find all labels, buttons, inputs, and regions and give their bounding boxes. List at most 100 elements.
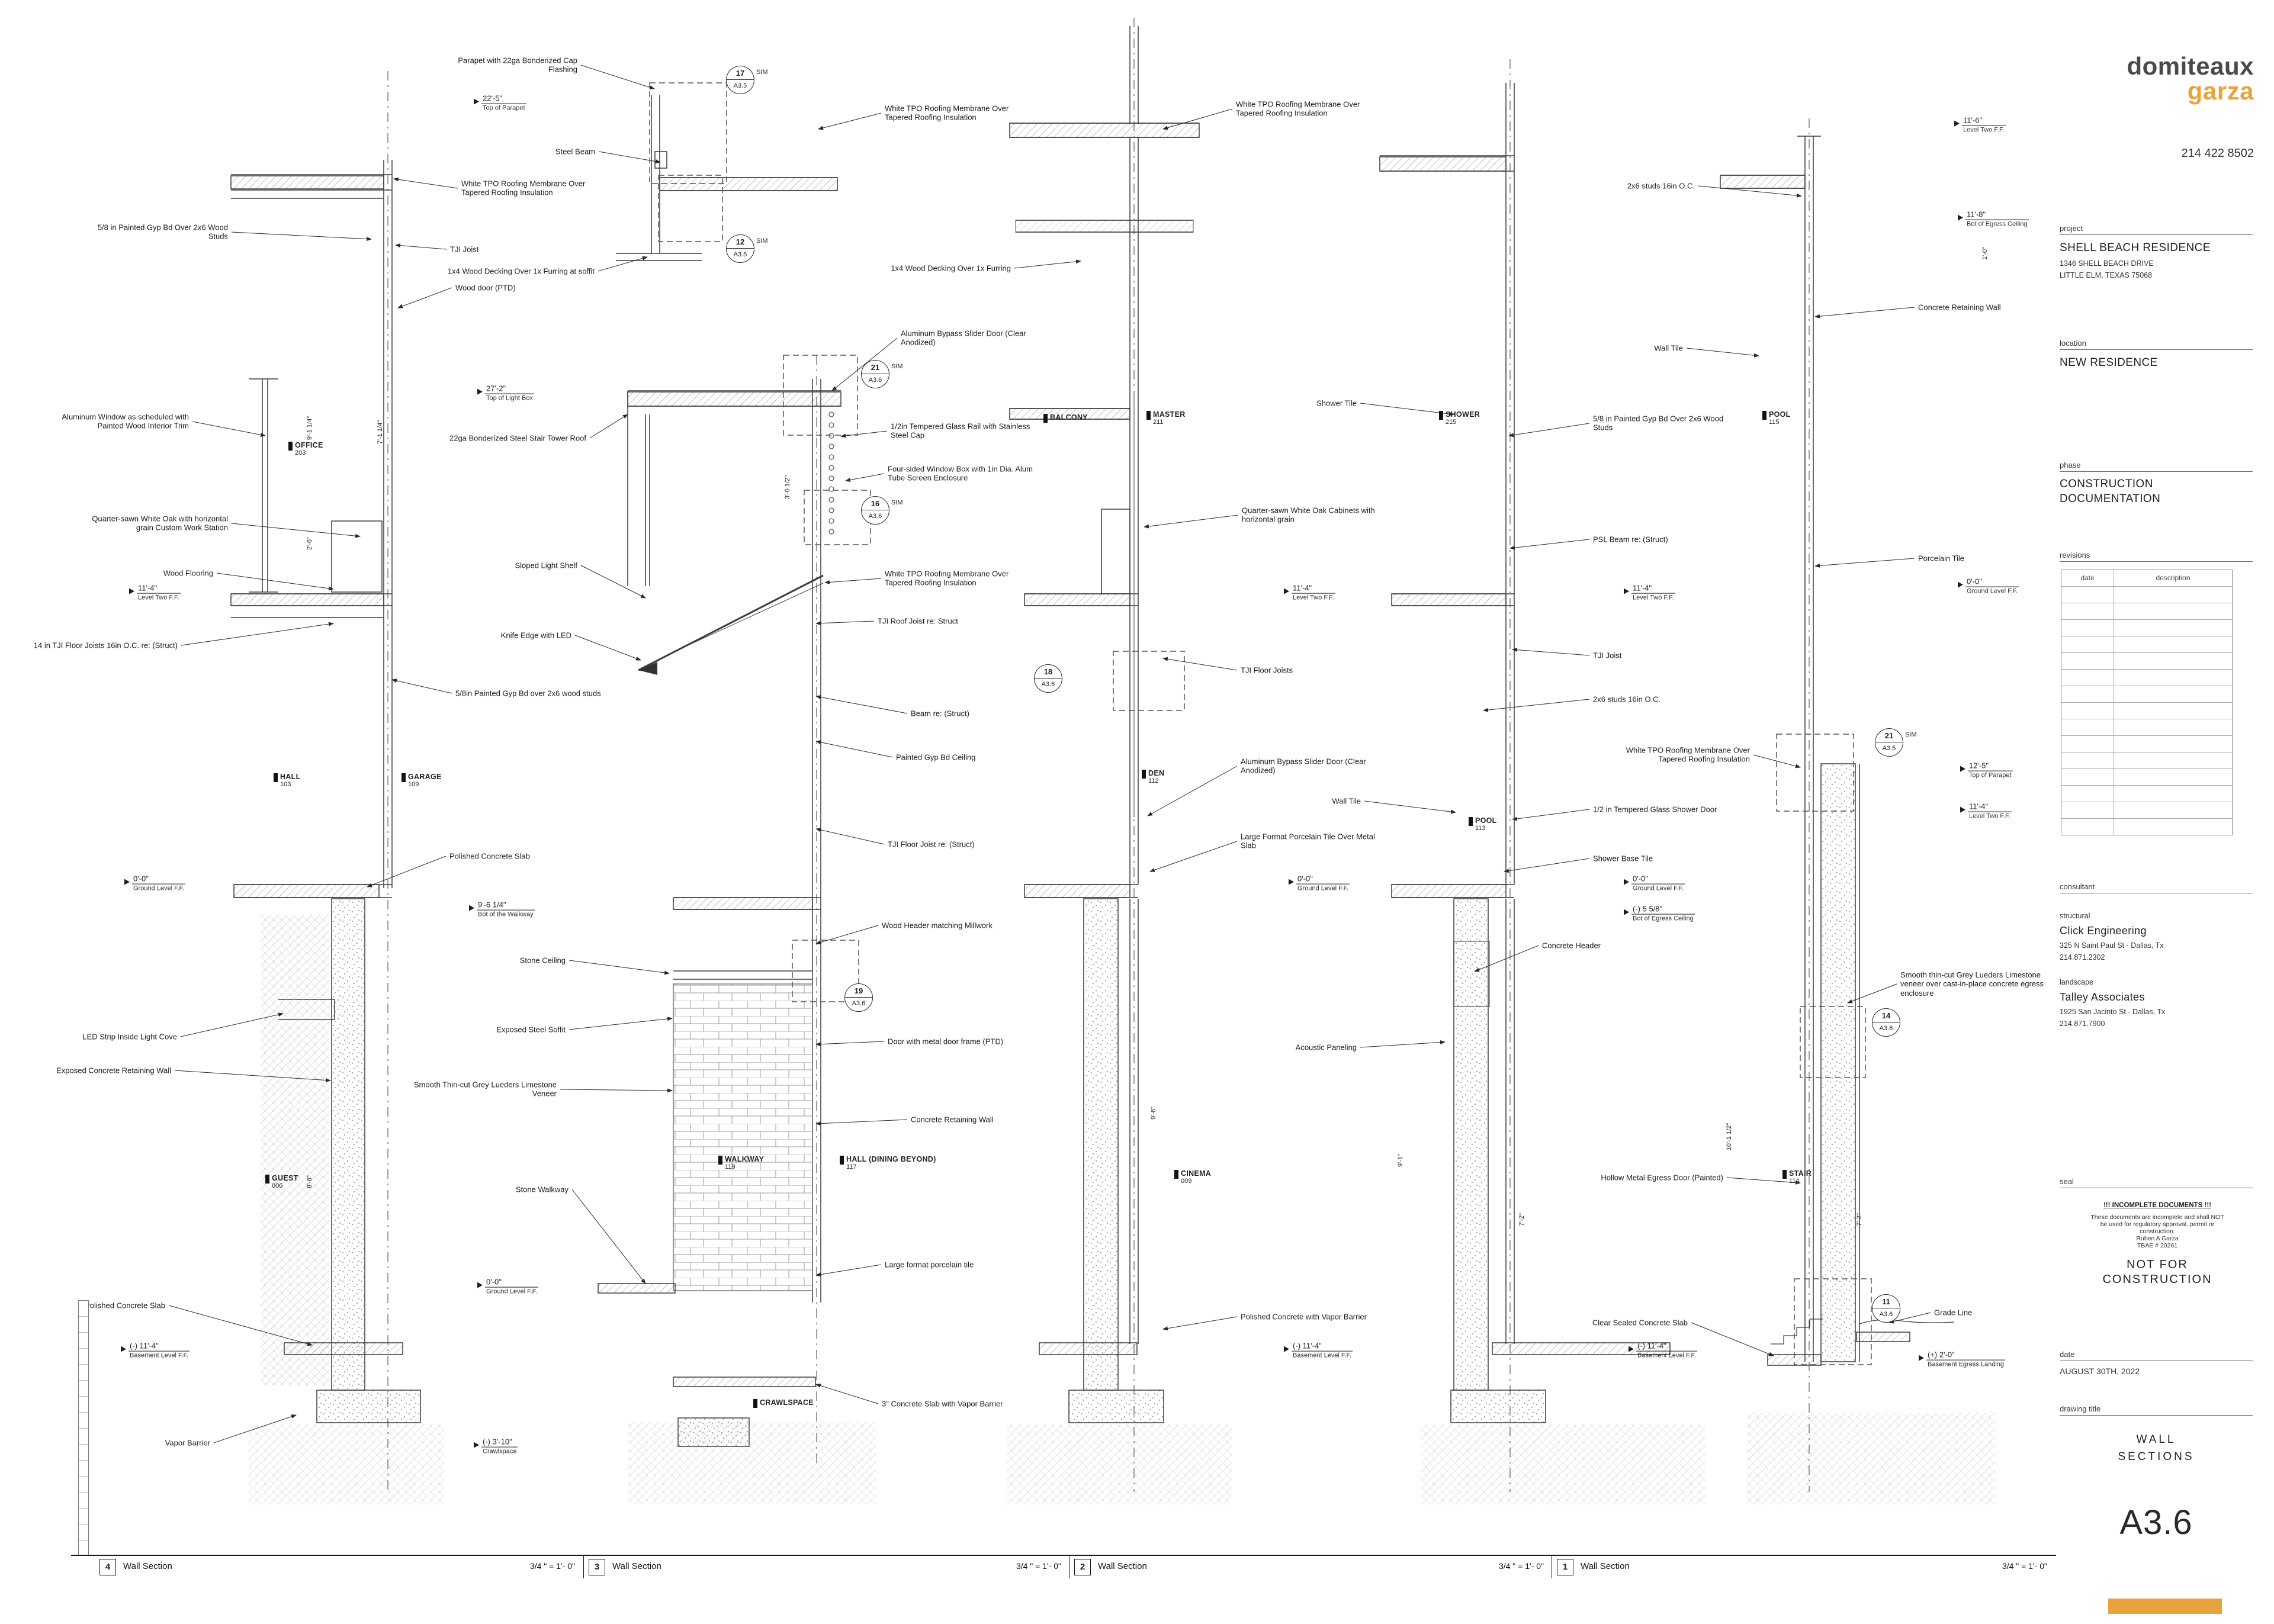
revisions-col-description: description [2156,574,2191,582]
elevation-value: 9'-6 1/4" [477,901,535,911]
elevation-description: Basement Level F.F. [1293,1352,1352,1359]
project-address1: 1346 SHELL BEACH DRIVE [2060,259,2154,268]
detail-sim-flag: SIM [756,237,768,245]
section-scale: 3/4 " = 1'- 0" [1498,1561,1544,1571]
seal-tbae: TBAE # 20261 [2137,1242,2178,1249]
elevation-description: Bot of Egress Ceiling [1633,915,1694,922]
room-tag-icon [1469,817,1473,826]
elevation-value: 12'-5" [1968,761,2013,771]
seal-label: seal [2060,1177,2253,1188]
structural-label: structural [2060,912,2090,920]
annotation-label: TJI Joist [450,245,479,254]
elevation-triangle-icon [129,588,134,594]
elevation-marker: (-) 11'-4"Basement Level F.F. [1284,1342,1353,1359]
section4-geometry [230,71,838,1504]
elevation-description: Level Two F.F. [1963,126,2005,134]
room-tag-icon [265,1175,269,1184]
revision-description-cell [2114,653,2232,669]
elevation-triangle-icon [477,1282,483,1288]
room-tag: HALL (DINING BEYOND)117 [840,1155,936,1170]
revision-date-cell [2061,736,2114,752]
elevation-triangle-icon [1624,909,1629,915]
detail-sheet: A3.6 [852,1000,866,1007]
annotation-label: LED Strip Inside Light Cove [82,1032,177,1041]
revision-row [2061,669,2232,686]
room-name: MASTER [1153,410,1186,419]
revision-description-cell [2114,786,2232,802]
detail-number: 11 [1872,1295,1900,1308]
annotation-label: Sloped Light Shelf [515,561,577,570]
room-number: 119 [725,1163,735,1170]
elevation-description: Ground Level F.F. [1633,885,1684,892]
firm-logo-line2: garza [2187,77,2254,105]
elevation-triangle-icon [477,388,483,395]
annotation-label: Four-sided Window Box with 1in Dia. Alum… [888,464,1033,483]
section-scale: 3/4 " = 1'- 0" [529,1561,575,1571]
elevation-value: 0'-0" [1631,874,1685,885]
elevation-value: (-) 3'-10" [481,1438,518,1448]
revision-row [2061,735,2232,752]
firm-logo-line1: domiteaux [2127,52,2254,80]
detail-sim-flag: SIM [1905,731,1917,738]
detail-sim-flag: SIM [891,499,903,506]
room-tag-icon [402,773,406,782]
dimension-label: 2'-6" [306,537,313,550]
annotation-label: Exposed Steel Soffit [496,1025,566,1034]
room-number: 215 [1446,419,1457,426]
elevation-triangle-icon [469,905,474,911]
revision-date-cell [2061,620,2114,636]
room-number: 117 [846,1163,857,1170]
revision-description-cell [2114,703,2232,719]
seal-name: Ruben A Garza [2136,1235,2179,1242]
elevation-triangle-icon [1960,806,1965,813]
annotation-label: Acoustic Paneling [1295,1043,1357,1052]
annotation-label: Smooth thin-cut Grey Lueders Limestone v… [1900,970,2044,998]
annotation-label: Aluminum Bypass Slider Door (Clear Anodi… [901,329,1026,347]
elevation-value: 0'-0" [485,1278,539,1288]
elevation-value: 0'-0" [132,874,186,885]
date-value: AUGUST 30TH, 2022 [2060,1366,2140,1376]
elevation-value: 11'-4" [1631,584,1675,594]
room-number: 109 [408,781,419,788]
dimension-label: 10'-1 1/2" [1726,1123,1733,1151]
room-tag-icon [1142,770,1146,779]
consultant-label: consultant [2060,882,2253,893]
section3-geometry [598,355,876,1504]
revisions-col-date: date [2061,570,2114,586]
revision-description-cell [2114,603,2232,619]
elevation-triangle-icon [1624,588,1629,594]
annotation-label: Parapet with 22ga Bonderized Cap Flashin… [458,56,577,74]
detail-sheet: A3.6 [1879,1025,1893,1032]
elevation-value: 11'-4" [1292,584,1335,594]
room-number: 006 [272,1182,283,1189]
revision-description-cell [2114,587,2232,603]
revision-date-cell [2061,819,2114,835]
annotation-label: Large format porcelain tile [885,1260,974,1269]
elevation-marker: 27'-2"Top of Light Box [477,384,534,402]
room-tag-icon [288,442,293,451]
annotation-label: Polished Concrete Slab [85,1301,165,1310]
seal-box: !!! INCOMPLETE DOCUMENTS !!! These docum… [2071,1202,2243,1287]
annotation-label: White TPO Roofing Membrane Over Tapered … [885,569,1009,587]
elevation-triangle-icon [474,1442,479,1448]
revision-row [2061,785,2232,802]
elevation-triangle-icon [1958,214,1963,221]
revisions-label: revisions [2060,551,2253,562]
dimension-label: 9'-1" [1397,1154,1404,1167]
revision-description-cell [2114,736,2232,752]
elevation-marker: 9'-6 1/4"Bot of the Walkway [469,901,535,918]
room-tag-icon [1762,411,1766,420]
annotation-label: White TPO Roofing Membrane Over Tapered … [461,179,586,197]
section-number: 4 [99,1559,116,1575]
